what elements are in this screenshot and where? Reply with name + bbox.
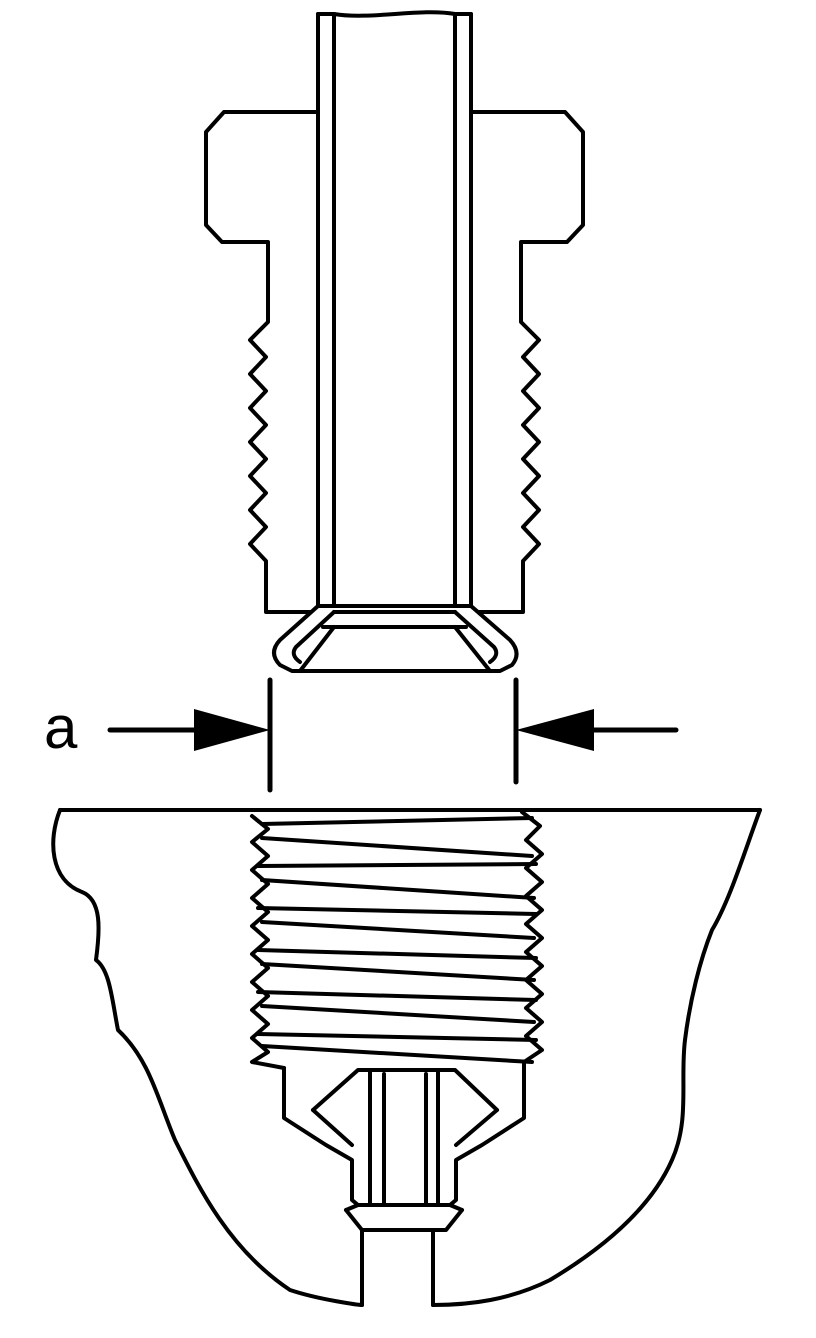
brake-pipe — [316, 10, 473, 614]
dimension-a: a — [44, 677, 679, 793]
housing-section — [51, 808, 762, 1307]
dimension-label: a — [44, 694, 78, 761]
pipe-flare — [272, 604, 519, 673]
flare-nut — [204, 110, 585, 614]
arrow-right-pointing-icon — [107, 709, 270, 751]
arrow-left-pointing-icon — [516, 709, 679, 751]
threaded-port — [250, 810, 544, 1307]
